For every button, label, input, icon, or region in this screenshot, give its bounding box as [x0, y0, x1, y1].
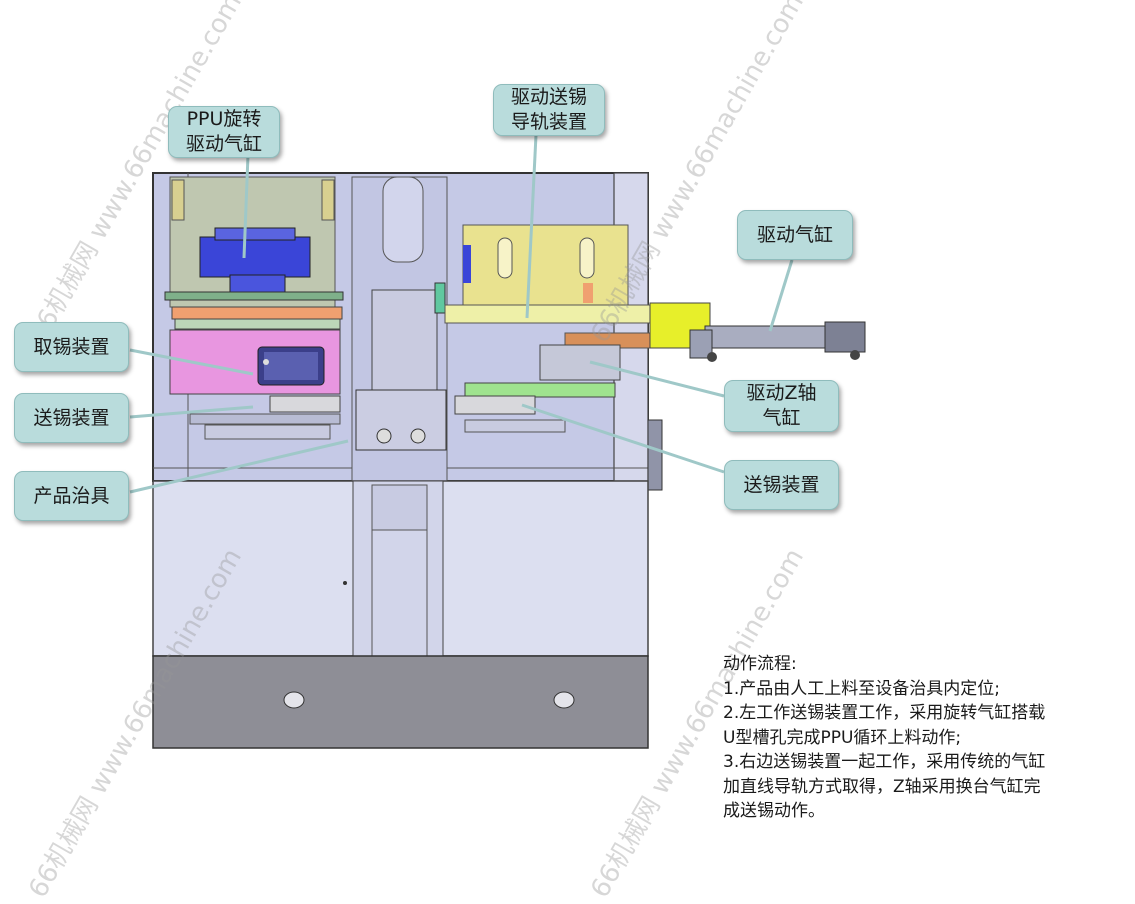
- callout-drive-cylinder: 驱动气缸: [737, 210, 853, 260]
- housing-right-side: [613, 172, 649, 482]
- description-line: 2.左工作送锡装置工作，采用旋转气缸搭载: [723, 703, 1046, 723]
- drive-cylinder: [704, 325, 831, 349]
- callout-line: 驱动气缸: [756, 223, 833, 246]
- callout-z-axis-cylinder: 驱动Z轴 气缸: [724, 380, 839, 432]
- description-heading: 动作流程:: [723, 654, 797, 674]
- callout-line: 驱动送锡: [510, 86, 587, 108]
- process-description: 动作流程: 1.产品由人工上料至设备治具内定位; 2.左工作送锡装置工作，采用旋…: [723, 652, 1123, 824]
- callout-line: 导轨装置: [510, 111, 587, 133]
- yellow-plate: [462, 224, 629, 306]
- leader-lines: [129, 134, 794, 494]
- callout-line: 取锡装置: [33, 335, 110, 358]
- callout-line: PPU旋转: [186, 108, 262, 130]
- fixture-roller-right: [410, 428, 426, 444]
- callout-line: 气缸: [762, 407, 801, 429]
- base-hole-left: [283, 691, 305, 709]
- callout-line: 产品治具: [33, 484, 110, 507]
- description-line: 加直线导轨方式取得，Z轴采用换台气缸完: [723, 776, 1041, 797]
- feed-tin-right-block: [454, 395, 536, 415]
- callout-line: 送锡装置: [743, 473, 820, 496]
- description-line: 3.右边送锡装置一起工作，采用传统的气缸: [723, 752, 1046, 772]
- callout-line: 驱动Z轴: [746, 382, 817, 404]
- callout-feed-tin-left: 送锡装置: [14, 393, 129, 443]
- green-guide: [464, 382, 616, 398]
- callout-rail-device: 驱动送锡 导轨装置: [493, 84, 605, 136]
- orange-bar: [171, 306, 343, 320]
- callout-product-fixture: 产品治具: [14, 471, 129, 521]
- callout-take-tin: 取锡装置: [14, 322, 129, 372]
- description-line: U型槽孔完成PPU循环上料动作;: [723, 727, 962, 748]
- callout-line: 驱动气缸: [185, 133, 262, 155]
- base-hole-right: [553, 691, 575, 709]
- description-line: 成送锡动作。: [723, 801, 825, 821]
- callout-feed-tin-right: 送锡装置: [724, 460, 839, 510]
- ppu-cylinder-motor: [199, 236, 311, 278]
- callout-ppu-rotate-cylinder: PPU旋转 驱动气缸: [168, 106, 280, 158]
- callout-line: 送锡装置: [33, 406, 110, 429]
- feed-tin-left-block: [269, 395, 341, 413]
- rail-bar: [444, 304, 651, 324]
- description-line: 1.产品由人工上料至设备治具内定位;: [723, 678, 1000, 699]
- fixture-roller-left: [376, 428, 392, 444]
